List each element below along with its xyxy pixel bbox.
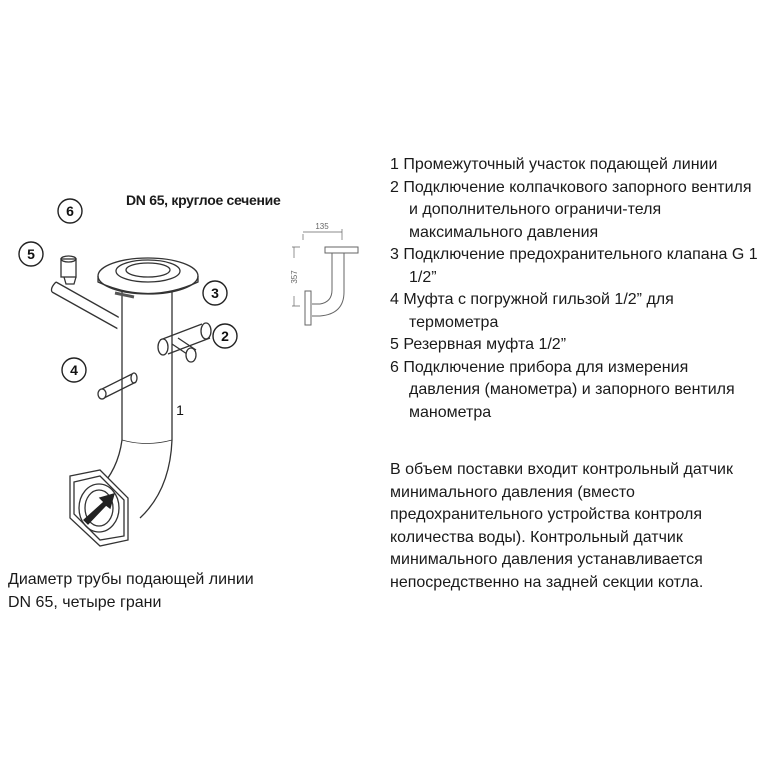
- bottom-flange: [69, 469, 129, 547]
- legend-item: 4 Муфта с погружной гильзой 1/2” для тер…: [390, 291, 674, 331]
- callout-1: 1: [176, 402, 184, 418]
- callout-2: 2: [221, 328, 229, 344]
- figure-caption: Диаметр трубы подающей линии DN 65, четы…: [8, 571, 254, 611]
- callout-6: 6: [66, 203, 74, 219]
- legend-item: 5 Резервная муфта 1/2”: [390, 336, 567, 353]
- thermometer-sleeve-pipe: [97, 372, 138, 400]
- legend-item: 2 Подключение колпачкового запорного вен…: [390, 178, 752, 241]
- dimension-width: 135: [315, 222, 329, 231]
- legend-item: 6 Подключение прибора для измерения давл…: [390, 358, 735, 421]
- callout-4: 4: [70, 362, 78, 378]
- flow-arrow-icon: [83, 493, 115, 525]
- legend-item: 3 Подключение предохранительного клапана…: [390, 246, 758, 286]
- legend-item: 1 Промежуточный участок подающей линии: [390, 156, 718, 173]
- diagram-title: DN 65, круглое сечение: [126, 192, 281, 208]
- dimension-sketch: 135 357: [290, 222, 359, 326]
- reserve-sleeve-pipe: [50, 255, 121, 331]
- dimension-height: 357: [290, 270, 299, 284]
- top-flange: [97, 257, 199, 299]
- callout-5: 5: [27, 246, 35, 262]
- callout-circles: [18, 198, 238, 383]
- parts-legend: 1 Промежуточный участок подающей линии 2…: [390, 154, 762, 424]
- connection-pipe-2: [157, 322, 212, 363]
- delivery-note: В объем поставки входит контрольный датч…: [390, 461, 733, 591]
- callout-3: 3: [211, 285, 219, 301]
